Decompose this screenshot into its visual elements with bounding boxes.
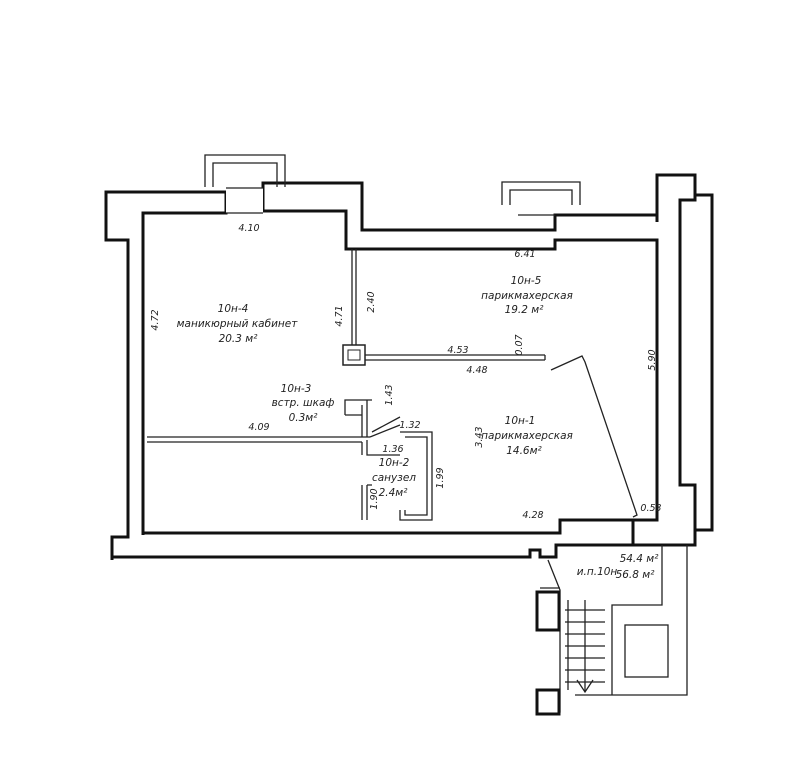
window-box-right xyxy=(501,181,581,205)
bathroom-door-arc xyxy=(369,416,401,438)
column-inner xyxy=(347,349,361,361)
dim-bottom: 4.28 xyxy=(522,510,543,521)
outer-wall-top-mid xyxy=(261,181,657,232)
summary-area-2: 56.8 м² xyxy=(616,569,656,581)
room-r3-id: 10н-3 xyxy=(281,383,312,395)
dim-bath-width: 1.36 xyxy=(382,444,403,455)
room-r4-area: 20.3 м² xyxy=(219,333,259,345)
dim-bath-top: 1.32 xyxy=(399,420,420,431)
room-r1-id: 10н-1 xyxy=(505,415,536,427)
dim-right-r4: 4.71 xyxy=(334,305,345,326)
room-r3-area: 0.3м² xyxy=(289,412,319,424)
diagonal-partition xyxy=(550,355,638,518)
porch-box xyxy=(624,624,669,678)
dim-r1-left: 3.43 xyxy=(474,426,485,447)
stairs xyxy=(565,600,605,694)
outer-wall-top-inner xyxy=(261,192,659,545)
dim-bath-left: 1.90 xyxy=(369,488,380,509)
room-r4-id: 10н-4 xyxy=(218,303,249,315)
room-r5-area: 19.2 м² xyxy=(505,304,545,316)
closet-walls xyxy=(344,399,372,437)
room-r5-id: 10н-5 xyxy=(511,275,542,287)
porch-pillar-top xyxy=(535,590,561,632)
porch-pillar-bottom xyxy=(535,688,561,716)
summary-label: и.п.10н xyxy=(577,566,618,578)
room-r2-area: 2.4м² xyxy=(379,487,409,499)
summary-area-1: 54.4 м² xyxy=(620,553,660,565)
room-r1-name: парикмахерская xyxy=(481,430,573,442)
dim-corner: 0.53 xyxy=(640,503,661,514)
dim-r4-bottom: 4.09 xyxy=(248,422,269,433)
dim-partition-bottom: 4.48 xyxy=(466,365,487,376)
dim-r5-left: 2.40 xyxy=(366,291,377,312)
window-box-left xyxy=(204,154,286,187)
room-r2-id: 10н-2 xyxy=(379,457,410,469)
outer-wall-right xyxy=(657,173,697,545)
dim-partition-top: 4.53 xyxy=(447,345,468,356)
bathroom-walls xyxy=(361,431,433,521)
dim-left-r4: 4.72 xyxy=(150,309,161,330)
room-r3-name: встр. шкаф xyxy=(272,397,335,409)
dim-bath-right: 1.99 xyxy=(435,467,446,488)
room-r4-name: маникюрный кабинет xyxy=(177,318,299,330)
dim-top-right: 6.41 xyxy=(514,249,535,260)
dim-diag-left: 1.43 xyxy=(384,384,395,405)
room-r5-name: парикмахерская xyxy=(481,290,573,302)
dim-partition-thick: 0.07 xyxy=(514,334,525,355)
outer-wall-bottom-inner xyxy=(141,518,633,535)
outer-wall-left xyxy=(104,173,714,559)
dim-top-left: 4.10 xyxy=(238,223,259,234)
room-r2-name: санузел xyxy=(372,472,416,484)
porch-outline xyxy=(540,545,688,713)
room-r1-area: 14.6м² xyxy=(506,445,542,457)
outer-wall-top xyxy=(104,190,228,535)
dim-right: 5.90 xyxy=(647,349,658,370)
